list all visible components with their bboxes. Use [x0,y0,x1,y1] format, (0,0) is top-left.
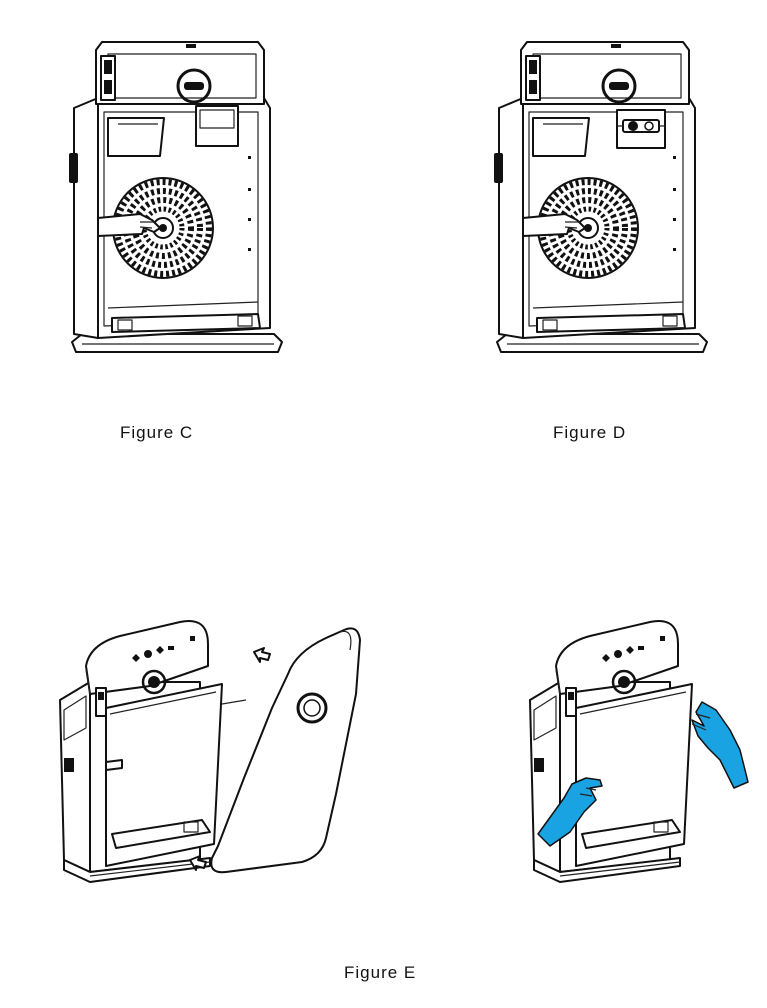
caption-figure-e: Figure E [344,963,417,982]
caption-figure-c: Figure C [120,423,194,442]
control-knob [611,669,637,695]
arrow-bottom [189,855,207,871]
figure-c-drawing [69,41,283,353]
control-box [95,41,265,105]
sensor-module [617,119,665,133]
fan-grille [112,177,214,279]
control-panel [602,636,665,662]
figure-e-right-drawing [529,620,749,883]
filter-slot-right [195,105,239,147]
front-cover [210,627,361,874]
bottom-tray [111,819,211,849]
hand [522,213,586,237]
control-knob [141,669,167,695]
side-vent [64,758,74,772]
control-panel [132,636,195,662]
side-handle [69,153,78,183]
filter-slot-left [107,117,165,157]
figure-d-drawing [494,41,708,353]
caption-figure-d: Figure D [553,423,627,442]
figure-e-left-drawing [59,620,361,883]
cover-knob-hole [296,692,328,724]
control-knob [601,68,637,104]
arrow-top [253,647,271,663]
filter-tab [105,759,123,771]
side-panel [73,97,99,339]
hand [97,213,161,237]
glove-right [691,701,749,789]
control-knob [176,68,212,104]
